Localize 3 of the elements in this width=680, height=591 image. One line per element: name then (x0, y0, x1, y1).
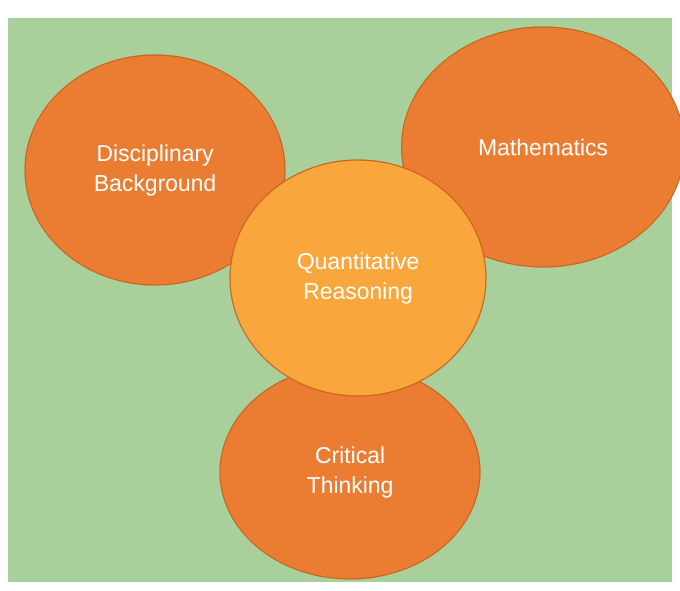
circle-node: Disciplinary Background (24, 54, 286, 286)
circle-node: Quantitative Reasoning (229, 159, 487, 397)
circle-node: Critical Thinking (219, 364, 481, 580)
